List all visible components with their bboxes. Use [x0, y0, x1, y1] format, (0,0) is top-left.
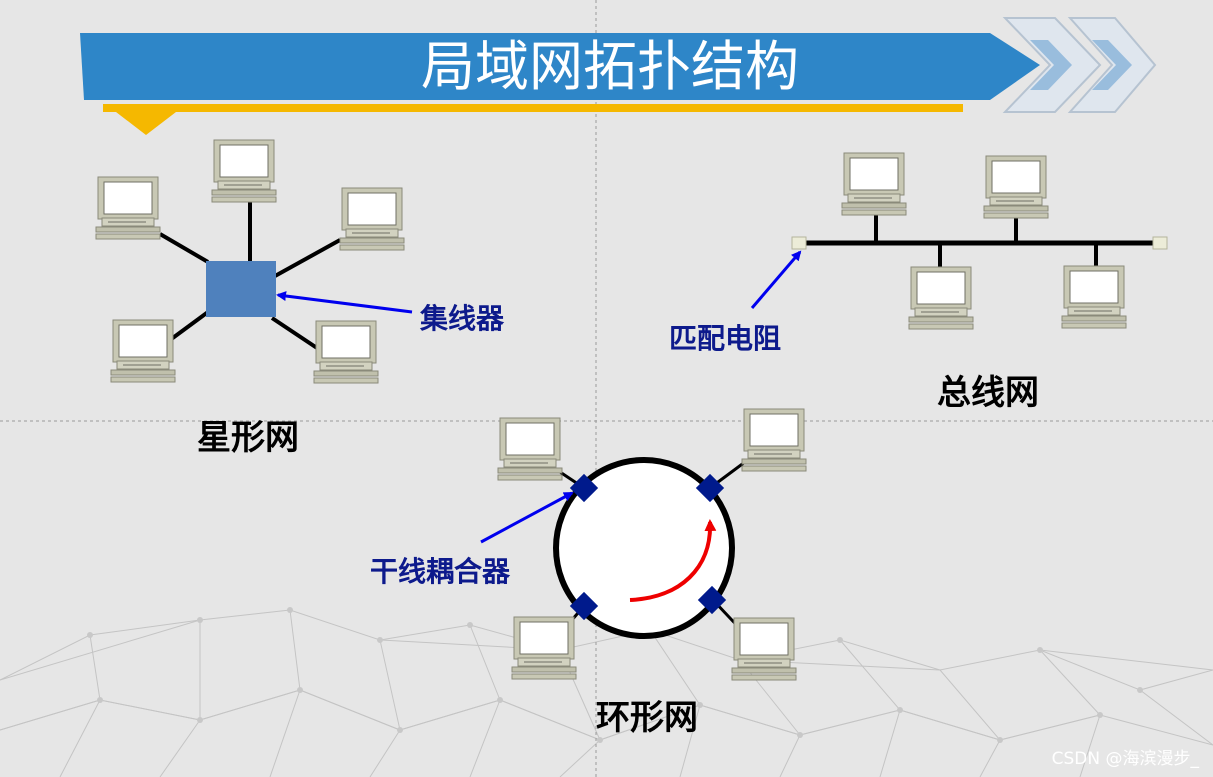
computer-icon — [511, 616, 577, 680]
ring-circle — [553, 457, 735, 639]
page-title: 局域网拓扑结构 — [421, 35, 799, 98]
computer-icon — [95, 176, 161, 240]
mesh-nodes-decoration — [87, 607, 1143, 743]
computer-icon — [741, 408, 807, 472]
hub-box — [206, 261, 276, 317]
ring-network-label: 环形网 — [596, 698, 698, 738]
watermark: CSDN @海滨漫步_ — [1051, 749, 1199, 769]
computer-icon — [110, 319, 176, 383]
banner-pointer — [116, 112, 176, 135]
coupler-diamond — [697, 585, 727, 615]
title-banner — [80, 33, 1040, 100]
coupler-label: 干线耦合器 — [370, 555, 511, 588]
computer-icon — [211, 139, 277, 203]
ring-direction-arrow — [629, 519, 717, 602]
computer-icon — [983, 155, 1049, 219]
computer-icon — [497, 417, 563, 481]
bus-network-label: 总线网 — [937, 373, 1039, 413]
star-network — [95, 139, 413, 384]
coupler-diamond — [695, 473, 725, 503]
star-network-label: 星形网 — [197, 418, 299, 458]
hub-label: 集线器 — [420, 302, 505, 335]
computer-icon — [313, 320, 379, 384]
computer-icon — [841, 152, 907, 216]
computer-icon — [1061, 265, 1127, 329]
terminator-label: 匹配电阻 — [669, 322, 782, 355]
computer-icon — [339, 187, 405, 251]
hub-pointer-arrow — [276, 291, 413, 314]
banner-stripe — [103, 104, 963, 112]
double-chevron-icon — [1002, 17, 1157, 113]
ring-network — [480, 408, 807, 681]
computer-icon — [908, 266, 974, 330]
bus-network — [750, 152, 1168, 330]
terminator-right — [1152, 236, 1168, 250]
terminator-pointer-arrow — [750, 250, 802, 309]
computer-icon — [731, 617, 797, 681]
coupler-diamond — [569, 591, 599, 621]
terminator-left — [791, 236, 807, 250]
coupler-diamond — [569, 473, 599, 503]
coupler-pointer-arrow — [480, 491, 574, 544]
